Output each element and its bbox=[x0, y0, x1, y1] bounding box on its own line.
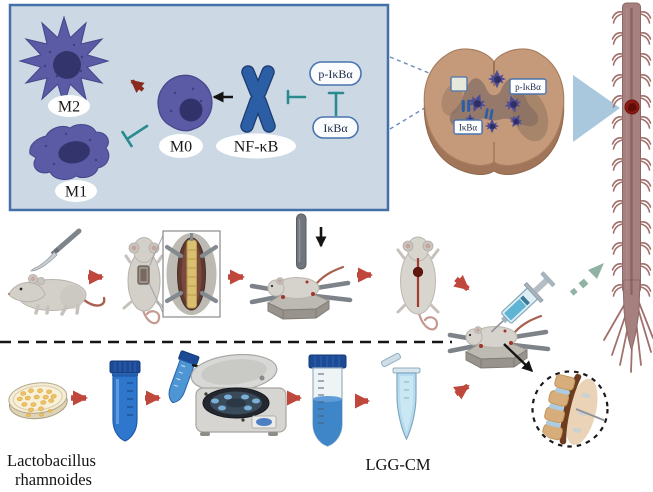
m0-label: M0 bbox=[170, 139, 192, 156]
m0-to-m1-inhibition-icon bbox=[121, 124, 149, 148]
ikba-pill-label: IκBα bbox=[323, 121, 348, 135]
p-ikba-pill-label: p-IκBα bbox=[318, 67, 353, 81]
pouring-tube-icon bbox=[168, 350, 200, 404]
mouse-icon bbox=[7, 273, 106, 316]
p-ikba-pill bbox=[309, 61, 362, 86]
section-ikba-tag bbox=[453, 119, 483, 135]
section-p-ikba-label: p-IκBα bbox=[515, 82, 541, 92]
contusion-spot bbox=[412, 266, 424, 278]
petri-dish-icon bbox=[8, 382, 68, 420]
m0-to-m2-arrow bbox=[130, 79, 145, 93]
surgical-site-panel bbox=[162, 230, 221, 318]
magnified-region-box bbox=[450, 76, 468, 92]
cauda-equina-fibers bbox=[603, 299, 653, 373]
macrophage-mechanism-panel: M2 M1 M0 NF-κB bbox=[8, 3, 390, 212]
m0-macrophage-icon bbox=[157, 74, 213, 132]
bacteria-label-line1: Lactobacillus bbox=[7, 451, 96, 470]
microcentrifuge-tube-icon bbox=[380, 352, 421, 441]
to-vertebrae-arrow bbox=[503, 343, 534, 373]
nfkb-dimer-icon bbox=[240, 65, 276, 133]
m0-label-bubble bbox=[159, 134, 203, 158]
nfkb-label: NF-κB bbox=[234, 139, 279, 156]
m1-label-bubble bbox=[55, 180, 97, 202]
ikba-to-nfkb-inhibition-icon bbox=[286, 89, 307, 105]
m2-label: M2 bbox=[58, 99, 80, 116]
injured-mouse-icon bbox=[396, 236, 440, 331]
vertebrae-zoom-icon bbox=[531, 370, 609, 448]
syringe-icon bbox=[490, 271, 556, 333]
spinal-cord-icon bbox=[603, 2, 653, 373]
magnify-triangle-icon bbox=[573, 75, 620, 142]
conical-tube-supernatant-icon bbox=[308, 354, 347, 447]
ikba-to-pikba-inhibition-icon bbox=[327, 91, 345, 117]
ikba-pill bbox=[312, 116, 359, 139]
lgg-cm-label: LGG-CM bbox=[365, 455, 430, 474]
scalpel-icon bbox=[30, 228, 82, 272]
m2-label-bubble bbox=[48, 95, 90, 117]
flow-arrow-5 bbox=[453, 383, 470, 400]
micro-needle bbox=[575, 408, 606, 422]
m1-label: M1 bbox=[65, 184, 87, 201]
conical-tube-full-icon bbox=[109, 360, 141, 442]
dashed-green-arrow-icon bbox=[569, 263, 604, 296]
section-ikba-label: IκBα bbox=[459, 123, 478, 133]
flow-arrow-4 bbox=[453, 274, 470, 292]
bacteria-label-line2: rhamnoides bbox=[15, 470, 92, 489]
m2-macrophage-icon bbox=[18, 15, 110, 107]
impactor-rod-icon bbox=[296, 213, 307, 270]
section-p-ikba-tag bbox=[509, 78, 547, 95]
m1-macrophage-icon bbox=[29, 124, 110, 180]
nfkb-label-bubble bbox=[216, 133, 296, 159]
spinal-cord-cross-section-icon: p-IκBα IκBα bbox=[423, 48, 565, 175]
centrifuge-icon bbox=[190, 353, 287, 436]
